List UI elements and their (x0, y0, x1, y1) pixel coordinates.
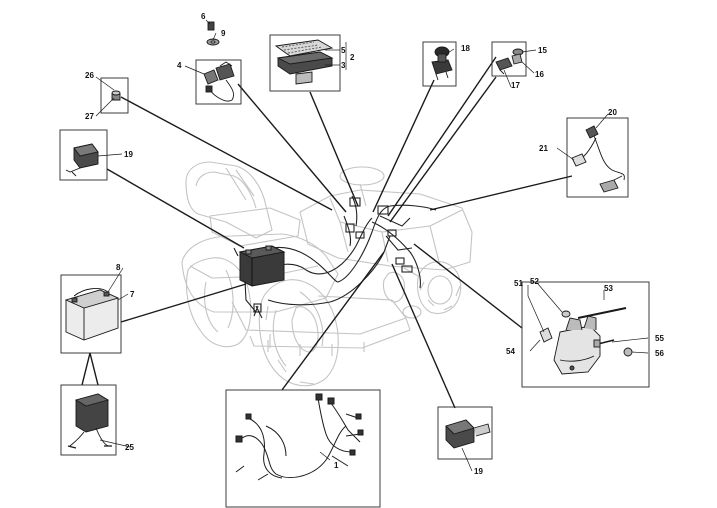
safety-switch-part (65, 143, 99, 177)
fuse-box-part (274, 39, 334, 85)
label-part-51: 51 (514, 279, 523, 288)
label-part-25: 25 (125, 443, 134, 452)
sensor-cable-part (571, 125, 625, 193)
label-part-9: 9 (221, 29, 226, 38)
label-part-20: 20 (608, 108, 617, 117)
label-part-8: 8 (116, 263, 121, 272)
battery-on-tractor (238, 245, 286, 287)
label-part-5: 5 (341, 46, 346, 55)
relay-part (445, 419, 491, 449)
label-part-21: 21 (539, 144, 548, 153)
fuse-cap-part (206, 21, 220, 46)
battery-charger-part (67, 393, 112, 449)
label-part-55: 55 (655, 334, 664, 343)
label-part-53: 53 (604, 284, 613, 293)
solenoid-part (539, 307, 633, 375)
callout-boxes (59, 34, 650, 508)
label-part-16: 16 (535, 70, 544, 79)
label-part-18: 18 (461, 44, 470, 53)
label-part-26: 26 (85, 71, 94, 80)
label-part-19-bottom: 19 (474, 467, 483, 476)
label-part-7: 7 (130, 290, 135, 299)
label-part-4: 4 (177, 61, 182, 70)
label-part-1: 1 (334, 461, 339, 470)
label-part-52: 52 (530, 277, 539, 286)
callout-ticks (95, 19, 649, 472)
label-part-3: 3 (341, 61, 346, 70)
part-number-labels: 6 9 4 26 27 5 2 3 18 15 16 17 19 20 21 8… (85, 12, 664, 476)
label-part-27: 27 (85, 112, 94, 121)
label-part-56: 56 (655, 349, 664, 358)
label-part-15: 15 (538, 46, 547, 55)
label-part-2: 2 (350, 53, 355, 62)
leader-lines (81, 56, 573, 409)
wiring-harness-part (235, 393, 364, 481)
label-part-54: 54 (506, 347, 515, 356)
label-part-6: 6 (201, 12, 206, 21)
tractor-illustration (181, 161, 473, 387)
label-part-17: 17 (511, 81, 520, 90)
push-button-part (431, 46, 453, 81)
label-part-19-top: 19 (124, 150, 133, 159)
indicator-bulb-part (111, 90, 121, 101)
ignition-switch-part (203, 61, 235, 102)
clip-connector-part (495, 48, 524, 75)
battery-part (64, 288, 120, 341)
